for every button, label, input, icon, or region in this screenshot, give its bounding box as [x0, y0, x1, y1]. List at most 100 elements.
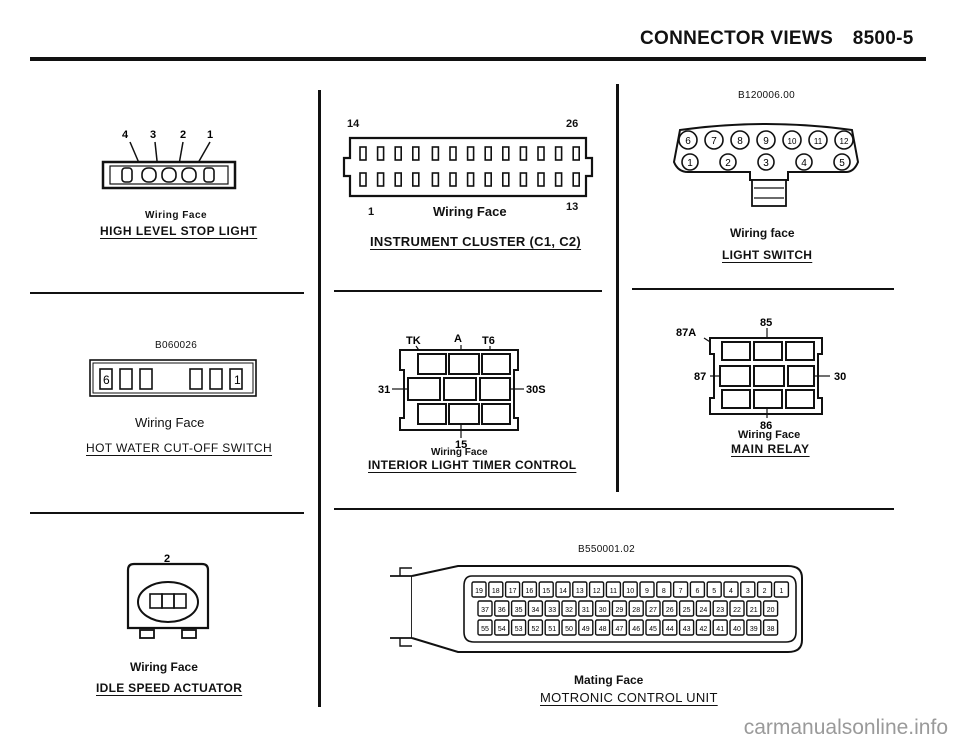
- pin-number: 7: [711, 136, 717, 147]
- pin-number: 9: [645, 588, 649, 595]
- wiring-face-label: Wiring Face: [145, 210, 208, 221]
- pin-cell: [729, 619, 745, 636]
- pin-number: 29: [616, 607, 624, 614]
- pin-cell: [729, 600, 745, 617]
- pin-slot: [502, 146, 510, 161]
- pin-number: 8: [737, 136, 743, 147]
- pin-cell: [471, 581, 487, 598]
- pin-number: 27: [649, 607, 657, 614]
- pin-number: 11: [610, 588, 617, 595]
- pin-cell: [544, 600, 560, 617]
- pin-label: 13: [566, 201, 579, 213]
- pin-label: 3: [150, 129, 156, 141]
- pin-number: 28: [632, 607, 640, 614]
- pin-slot: [554, 146, 563, 161]
- pin-slot: [537, 172, 545, 187]
- pin-cell: [594, 600, 611, 617]
- pin-label: 30: [834, 371, 846, 383]
- pin-number: 43: [683, 626, 691, 633]
- high-level-stop-light-diagram: 4 3 2 1: [101, 129, 237, 190]
- pin-cell: [628, 619, 644, 636]
- pin-cell: [504, 581, 521, 598]
- pin-number: 6: [695, 588, 699, 595]
- pin-label: 1: [207, 129, 213, 141]
- pin-circle: [681, 153, 699, 171]
- pin-label: 1: [368, 206, 375, 218]
- connector-name: INSTRUMENT CLUSTER (C1, C2): [370, 234, 582, 249]
- pin-number: 10: [626, 588, 634, 595]
- idle-speed-actuator-diagram: 1 2 3: [126, 553, 210, 639]
- pin-cell: [773, 581, 790, 598]
- pin-number: 47: [616, 626, 624, 633]
- pin-number: 26: [666, 607, 674, 614]
- wiring-face-label: Mating Face: [574, 673, 644, 687]
- pin-label: T6: [482, 335, 495, 347]
- pin-cell: [594, 619, 611, 636]
- pin-circle: [730, 130, 750, 150]
- pin-number: 30: [599, 607, 607, 614]
- pin-circle: [678, 130, 698, 150]
- pin-slot: [537, 146, 545, 161]
- pin-cell: [544, 619, 560, 636]
- interior-light-timer-diagram: TK A T6 31 30S 15: [378, 333, 546, 451]
- pin-cell: [678, 600, 695, 617]
- pin-label: 1: [234, 373, 241, 387]
- pin-slot: [466, 172, 475, 187]
- pin-number: 41: [716, 626, 724, 633]
- divider-h-bottom: [334, 508, 894, 510]
- connector-name: HOT WATER CUT-OFF SWITCH: [86, 441, 273, 455]
- pin-slot: [412, 172, 420, 187]
- pin-label: 2: [164, 553, 170, 565]
- pin-label: 85: [760, 317, 772, 329]
- pin-number: 54: [498, 626, 506, 633]
- pin-number: 20: [767, 607, 775, 614]
- pin-cell: [510, 600, 527, 617]
- pin-cell: [622, 581, 638, 598]
- wiring-face-label: Wiring Face: [433, 204, 507, 219]
- divider-h-left1: [30, 292, 304, 294]
- pin-slot: [359, 146, 367, 161]
- pin-cell: [695, 619, 712, 636]
- pin-number: 4: [729, 588, 733, 595]
- divider-h-right: [632, 288, 894, 290]
- pin-slot: [572, 172, 580, 187]
- pin-number: 38: [767, 626, 775, 633]
- divider-v1: [318, 90, 321, 707]
- pin-number: 21: [750, 607, 758, 614]
- pin-cell: [561, 619, 577, 636]
- pin-cell: [762, 619, 779, 636]
- pin-label: 30S: [526, 384, 546, 396]
- connector-name: MAIN RELAY: [731, 442, 810, 456]
- connector-name: HIGH LEVEL STOP LIGHT: [100, 224, 258, 238]
- pin-cell: [510, 619, 527, 636]
- pin-cell: [662, 619, 678, 636]
- pin-cell: [746, 600, 762, 617]
- pin-number: 50: [565, 626, 573, 633]
- pin-cell: [756, 581, 773, 598]
- pin-circle: [834, 130, 854, 150]
- pin-circle: [756, 130, 776, 150]
- pin-slot: [431, 146, 440, 161]
- pin-cell: [572, 581, 588, 598]
- pin-number: 40: [733, 626, 741, 633]
- connector-name: MOTRONIC CONTROL UNIT: [540, 690, 718, 705]
- pin-slot: [394, 172, 403, 187]
- pin-number: 10: [788, 137, 797, 146]
- pin-cell: [706, 581, 722, 598]
- pin-slot: [376, 146, 385, 161]
- pin-number: 19: [475, 588, 483, 595]
- wiring-face-label: Wiring face: [730, 226, 795, 240]
- pin-number: 42: [700, 626, 708, 633]
- pin-number: 1: [779, 588, 783, 595]
- pin-number: 7: [679, 588, 683, 595]
- pin-number: 11: [814, 137, 823, 146]
- pin-number: 39: [750, 626, 758, 633]
- pin-cell: [695, 600, 712, 617]
- pin-number: 2: [763, 588, 767, 595]
- page-number: 8500-5: [852, 28, 914, 49]
- pin-number: 23: [716, 607, 724, 614]
- pin-cell: [494, 600, 510, 617]
- pin-cell: [656, 581, 672, 598]
